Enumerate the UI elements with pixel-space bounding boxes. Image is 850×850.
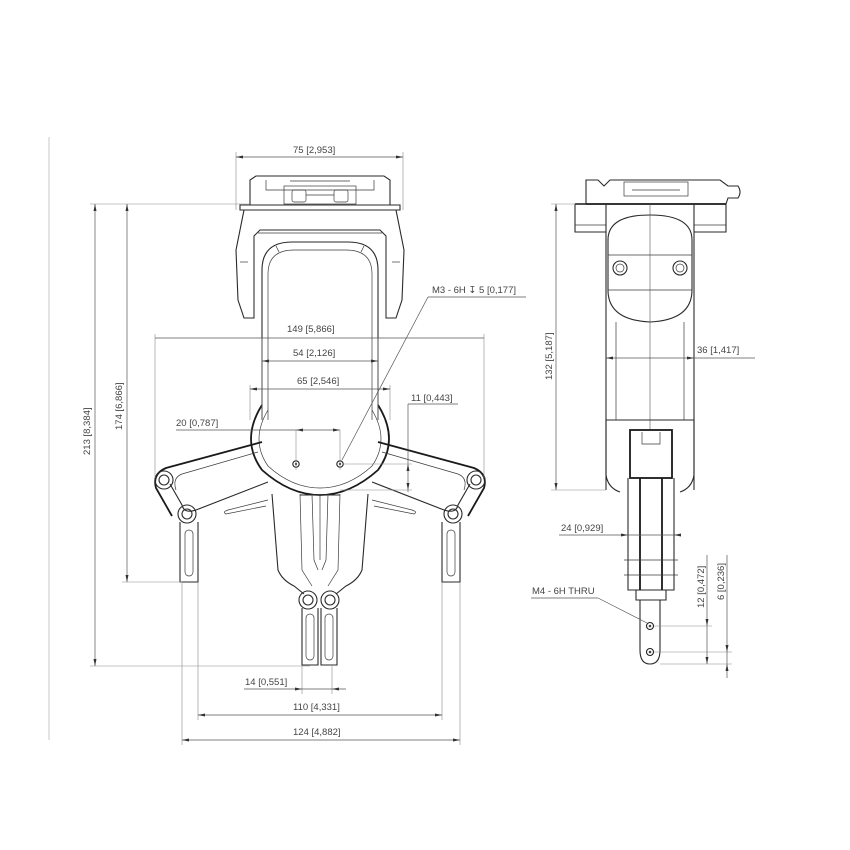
dim-side-width: 36 [1,417] xyxy=(697,345,739,356)
dim-outer-finger-outer: 124 [4,882] xyxy=(293,727,341,738)
dim-top-width: 75 [2,953] xyxy=(293,145,335,156)
left-arm xyxy=(154,441,269,583)
body xyxy=(261,241,379,420)
dim-hole-offset: 11 [0,443] xyxy=(411,393,453,404)
dim-hole-spacing: 20 [0,787] xyxy=(176,418,218,429)
front-view: 75 [2,953] 213 [8,384] 174 [6,866] 149 [… xyxy=(82,145,526,745)
dim-outer-finger-inner: 110 [4,331] xyxy=(293,702,340,713)
dim-finger-gap: 14 [0,551] xyxy=(245,677,287,688)
side-view: 132 [5,187] 36 [1,417] 24 [0,929] 12 [0,… xyxy=(531,179,755,678)
front-dimensions: 75 [2,953] 213 [8,384] 174 [6,866] 149 [… xyxy=(82,145,526,745)
mounting-flange xyxy=(239,175,401,211)
housing xyxy=(235,209,405,319)
center-linkage xyxy=(271,493,369,666)
hub xyxy=(250,404,390,496)
dim-side-hole-spacing: 6 [0,236] xyxy=(716,563,727,600)
side-flange xyxy=(574,179,741,233)
dim-body-outer: 65 [2,546] xyxy=(297,376,339,387)
dim-inner-height: 174 [6,866] xyxy=(114,382,125,430)
dim-body-inner: 54 [2,126] xyxy=(293,348,335,359)
dim-side-height: 132 [5,187] xyxy=(544,332,555,380)
side-column xyxy=(605,204,695,493)
side-dimensions: 132 [5,187] 36 [1,417] 24 [0,929] 12 [0,… xyxy=(531,203,755,678)
dim-hole-to-tip: 12 [0,472] xyxy=(696,566,707,608)
right-arm xyxy=(371,441,486,583)
callout-m3-thread: M3 - 6H ↧ 5 [0,177] xyxy=(432,285,516,296)
dim-total-height: 213 [8,384] xyxy=(82,407,93,455)
callout-m4-thru: M4 - 6H THRU xyxy=(532,586,595,597)
dim-jaw-span: 149 [5,866] xyxy=(287,324,335,335)
side-finger xyxy=(624,429,678,665)
side-screw-right xyxy=(672,260,688,276)
dim-finger-width: 24 [0,929] xyxy=(561,523,603,534)
side-screw-left xyxy=(612,260,628,276)
